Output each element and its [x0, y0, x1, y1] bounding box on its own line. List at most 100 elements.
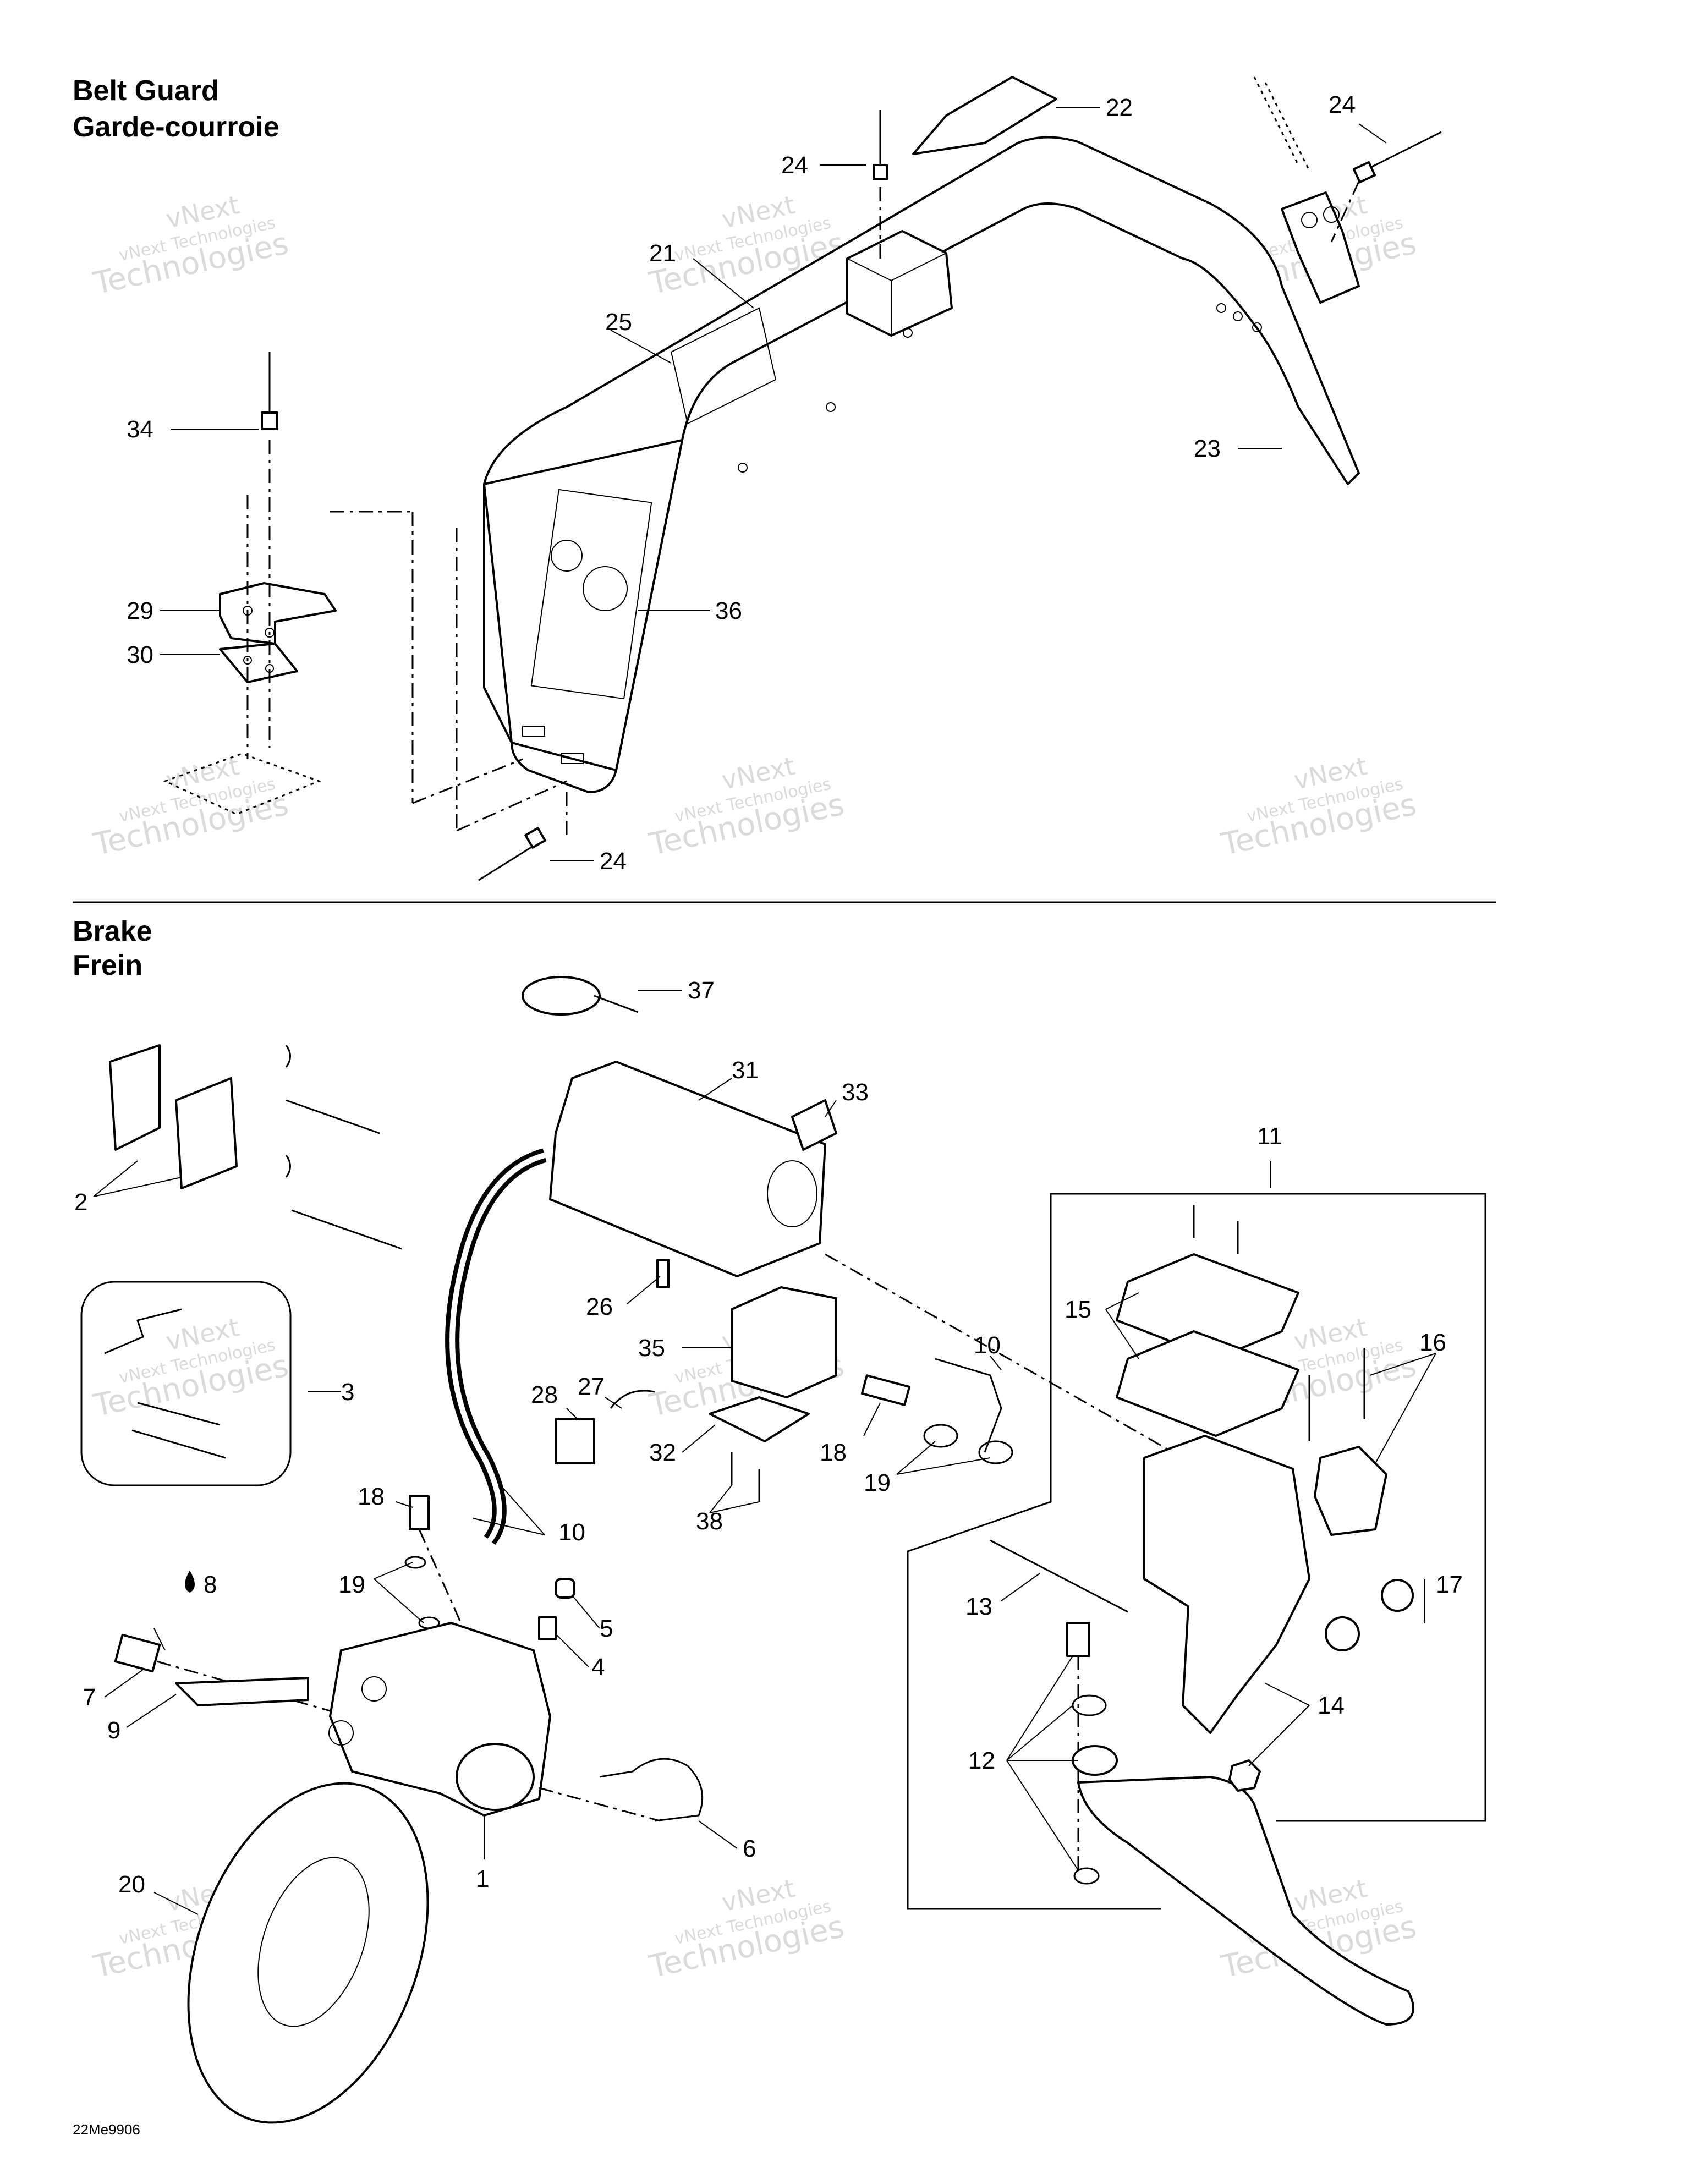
callout-24: 24	[600, 848, 627, 875]
spray-marks	[1264, 82, 1310, 171]
bracket-edge	[847, 258, 892, 281]
bleeder-4	[538, 1616, 557, 1640]
callout-10: 10	[974, 1332, 1001, 1359]
clip-hole	[1301, 212, 1318, 228]
e-clip-12	[1073, 1867, 1100, 1885]
callout-24: 24	[1329, 91, 1356, 118]
guide-line	[418, 1529, 474, 1651]
callout-14: 14	[1318, 1692, 1345, 1719]
cable-13	[990, 1539, 1128, 1613]
brake-hose-10-inner	[449, 1153, 546, 1543]
callout-25: 25	[605, 309, 632, 336]
callout-8: 8	[204, 1571, 217, 1598]
callout-labels: 22 24 24 21 25 34 23 29 36 30 24 37 31 3…	[74, 91, 1463, 1898]
callout-9: 9	[107, 1717, 120, 1744]
master-cylinder-box-11	[1050, 1193, 1486, 1822]
callout-22: 22	[1106, 94, 1133, 121]
callout-27: 27	[578, 1373, 605, 1400]
clamp-16	[1314, 1446, 1387, 1536]
callout-31: 31	[732, 1057, 759, 1084]
mounting-reference	[163, 753, 322, 815]
spring-26	[656, 1259, 670, 1288]
master-cylinder-box-11-lower	[907, 1287, 1161, 1910]
brake-disc-20-hub	[257, 1857, 370, 2027]
clip-hole	[1323, 206, 1340, 223]
guide-line	[825, 1253, 1183, 1459]
guide-line	[539, 1787, 661, 1822]
wire-27	[610, 1390, 655, 1409]
callout-21: 21	[649, 240, 676, 267]
guard-hole	[1252, 322, 1262, 332]
callout-7: 7	[83, 1684, 96, 1711]
cable-tie-37	[522, 976, 601, 1016]
cover-31	[549, 1061, 826, 1277]
callout-1: 1	[476, 1865, 489, 1892]
cable-tie-37-tail	[594, 995, 639, 1013]
guide-line	[456, 780, 567, 832]
banjo-bolt-18-left	[409, 1495, 430, 1530]
callout-18: 18	[358, 1483, 385, 1510]
bolt-7	[114, 1633, 161, 1673]
kit-3-box	[80, 1281, 292, 1486]
pad-pin	[291, 1209, 402, 1250]
guide-line	[412, 758, 523, 804]
caliper-mount-hole	[328, 1720, 354, 1746]
callout-36: 36	[715, 597, 742, 624]
callout-17: 17	[1436, 1571, 1463, 1598]
caliper-mount-hole	[361, 1676, 387, 1702]
decal-36	[530, 489, 652, 700]
brake-pad-2-left	[109, 1044, 161, 1151]
reservoir-gasket-15	[1116, 1330, 1299, 1437]
cover-31-hole	[767, 1160, 817, 1227]
oil-drop-icon	[185, 1571, 195, 1593]
kit-3-pin	[131, 1429, 226, 1459]
brake-illustration	[80, 976, 1486, 2124]
callout-37: 37	[688, 977, 715, 1004]
callout-13: 13	[965, 1593, 992, 1620]
callout-32: 32	[649, 1439, 676, 1466]
brake-disc-20	[187, 1782, 429, 2124]
callout-24: 24	[781, 152, 808, 179]
switch-35	[731, 1286, 837, 1398]
callout-19: 19	[338, 1571, 365, 1598]
bracket-9	[175, 1677, 309, 1706]
brake-hose-10	[445, 1148, 547, 1545]
callout-34: 34	[127, 416, 153, 443]
bracket-29	[219, 582, 337, 645]
guard-slot-left	[522, 726, 545, 737]
belt-guard-illustration	[163, 76, 1442, 881]
pad-clip	[285, 1155, 291, 1178]
brake-pad-2-right	[175, 1077, 238, 1189]
spray-marks	[1253, 76, 1299, 166]
callout-20: 20	[118, 1871, 145, 1898]
callout-4: 4	[591, 1654, 605, 1681]
section-title-frein: Frein	[73, 950, 142, 981]
kit-3-tool	[104, 1308, 182, 1354]
pivot-bolt-12	[1066, 1622, 1090, 1657]
decal-22	[912, 76, 1057, 155]
guard-hole	[738, 463, 748, 473]
callout-26: 26	[586, 1293, 613, 1320]
callout-6: 6	[743, 1835, 756, 1862]
callout-11: 11	[1257, 1123, 1282, 1150]
cap-5	[555, 1578, 575, 1599]
callout-12: 12	[968, 1747, 995, 1774]
rivet-24-right	[1364, 131, 1442, 172]
decal-36-symbol-small	[551, 540, 583, 572]
drawing-code: 22Me9906	[73, 2121, 140, 2138]
washer-19-right-b	[978, 1440, 1013, 1464]
master-cylinder-body	[1143, 1435, 1310, 1734]
rivet-24-bottom-head	[524, 827, 546, 849]
guard-top-bracket	[846, 230, 953, 337]
callout-33: 33	[842, 1079, 869, 1106]
washer-19-left	[404, 1556, 426, 1569]
callout-29: 29	[127, 597, 153, 624]
callout-2: 2	[74, 1189, 87, 1216]
guard-hole	[826, 402, 836, 412]
callout-15: 15	[1065, 1296, 1091, 1323]
belt-guard-front-face	[483, 439, 683, 771]
callout-35: 35	[638, 1335, 665, 1362]
pad-clip	[285, 1045, 291, 1068]
callout-16: 16	[1419, 1329, 1446, 1356]
